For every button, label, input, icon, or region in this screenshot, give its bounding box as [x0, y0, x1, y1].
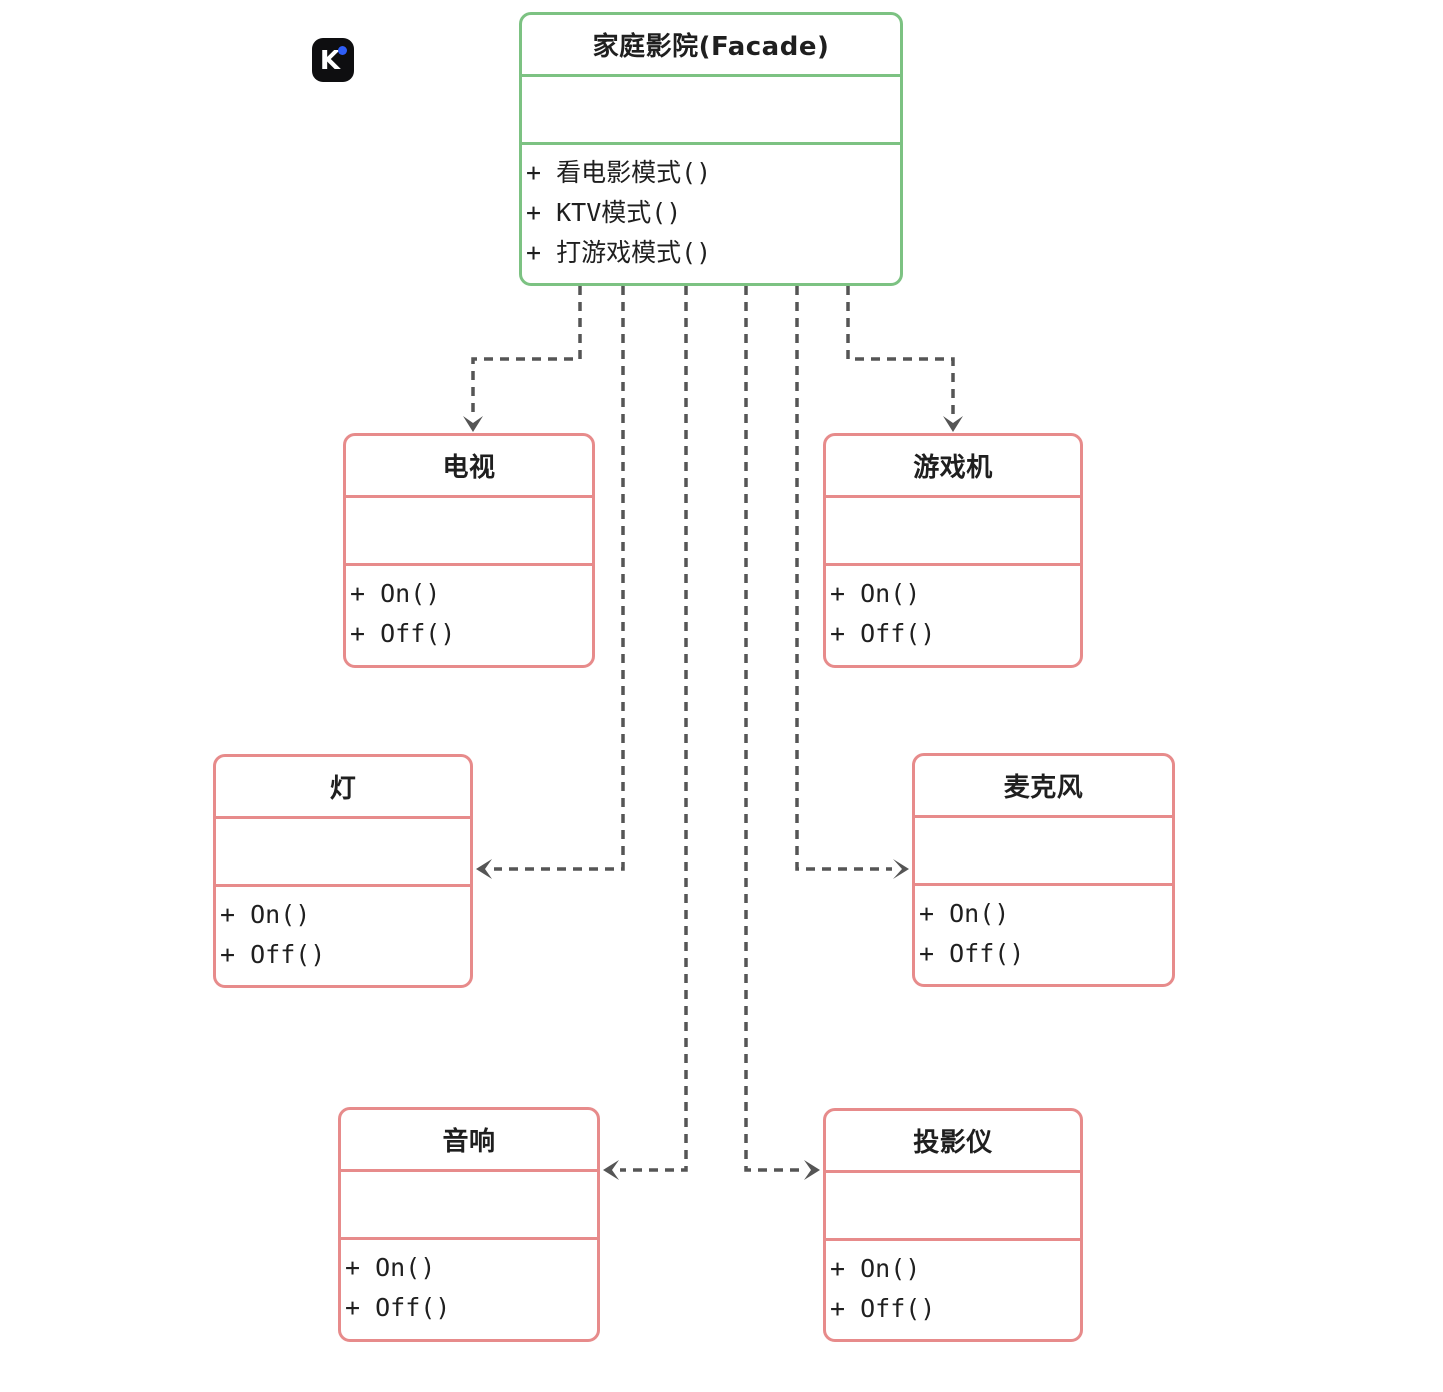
method-label: + 看电影模式()	[526, 158, 712, 187]
class-methods: + 看电影模式() + KTV模式() + 打游戏模式()	[522, 145, 900, 283]
class-attributes-empty	[341, 1172, 597, 1240]
method-label: + Off()	[919, 939, 1025, 968]
arrowhead-microphone	[893, 859, 909, 879]
arrowhead-speaker	[603, 1160, 619, 1180]
class-title: 投影仪	[826, 1111, 1080, 1173]
logo-letter: K	[319, 46, 341, 76]
method-label: + On()	[830, 579, 921, 608]
class-box-facade: 家庭影院(Facade) + 看电影模式() + KTV模式() + 打游戏模式…	[519, 12, 903, 286]
class-box-microphone: 麦克风 + On() + Off()	[912, 753, 1175, 987]
method-label: + Off()	[345, 1293, 451, 1322]
connector-facade-to-tv	[471, 286, 582, 417]
method-label: + On()	[830, 1254, 921, 1283]
class-attributes-empty	[826, 1173, 1080, 1241]
class-title: 音响	[341, 1110, 597, 1172]
class-title: 灯	[216, 757, 470, 819]
class-attributes-empty	[826, 498, 1080, 566]
class-box-game-console: 游戏机 + On() + Off()	[823, 433, 1083, 668]
method-label: + KTV模式()	[526, 198, 682, 227]
class-title: 麦克风	[915, 756, 1172, 818]
connector-facade-to-microphone	[795, 286, 892, 871]
class-box-light: 灯 + On() + Off()	[213, 754, 473, 988]
class-methods: + On() + Off()	[346, 566, 592, 665]
method-label: + On()	[220, 900, 311, 929]
class-attributes-empty	[216, 819, 470, 887]
connector-facade-to-speaker	[620, 286, 688, 1172]
method-label: + 打游戏模式()	[526, 238, 712, 267]
class-box-speaker: 音响 + On() + Off()	[338, 1107, 600, 1342]
class-title: 游戏机	[826, 436, 1080, 498]
app-logo: K	[312, 38, 354, 82]
method-label: + On()	[350, 579, 441, 608]
arrowhead-game-console	[943, 416, 963, 432]
arrowhead-projector	[804, 1160, 820, 1180]
logo-dot-icon	[338, 46, 347, 55]
method-label: + Off()	[220, 940, 326, 969]
class-title: 家庭影院(Facade)	[522, 15, 900, 77]
class-methods: + On() + Off()	[341, 1240, 597, 1339]
class-methods: + On() + Off()	[826, 566, 1080, 665]
class-title: 电视	[346, 436, 592, 498]
class-methods: + On() + Off()	[915, 886, 1172, 984]
arrowhead-light	[476, 859, 492, 879]
connector-facade-to-game-console	[846, 286, 955, 417]
arrowhead-tv	[463, 416, 483, 432]
class-methods: + On() + Off()	[826, 1241, 1080, 1339]
connector-facade-to-light	[494, 286, 625, 871]
connector-facade-to-projector	[744, 286, 805, 1172]
class-attributes-empty	[346, 498, 592, 566]
method-label: + On()	[919, 899, 1010, 928]
class-attributes-empty	[522, 77, 900, 145]
class-attributes-empty	[915, 818, 1172, 886]
class-methods: + On() + Off()	[216, 887, 470, 985]
method-label: + Off()	[830, 619, 936, 648]
method-label: + Off()	[830, 1294, 936, 1323]
class-box-projector: 投影仪 + On() + Off()	[823, 1108, 1083, 1342]
class-box-tv: 电视 + On() + Off()	[343, 433, 595, 668]
method-label: + Off()	[350, 619, 456, 648]
method-label: + On()	[345, 1253, 436, 1282]
